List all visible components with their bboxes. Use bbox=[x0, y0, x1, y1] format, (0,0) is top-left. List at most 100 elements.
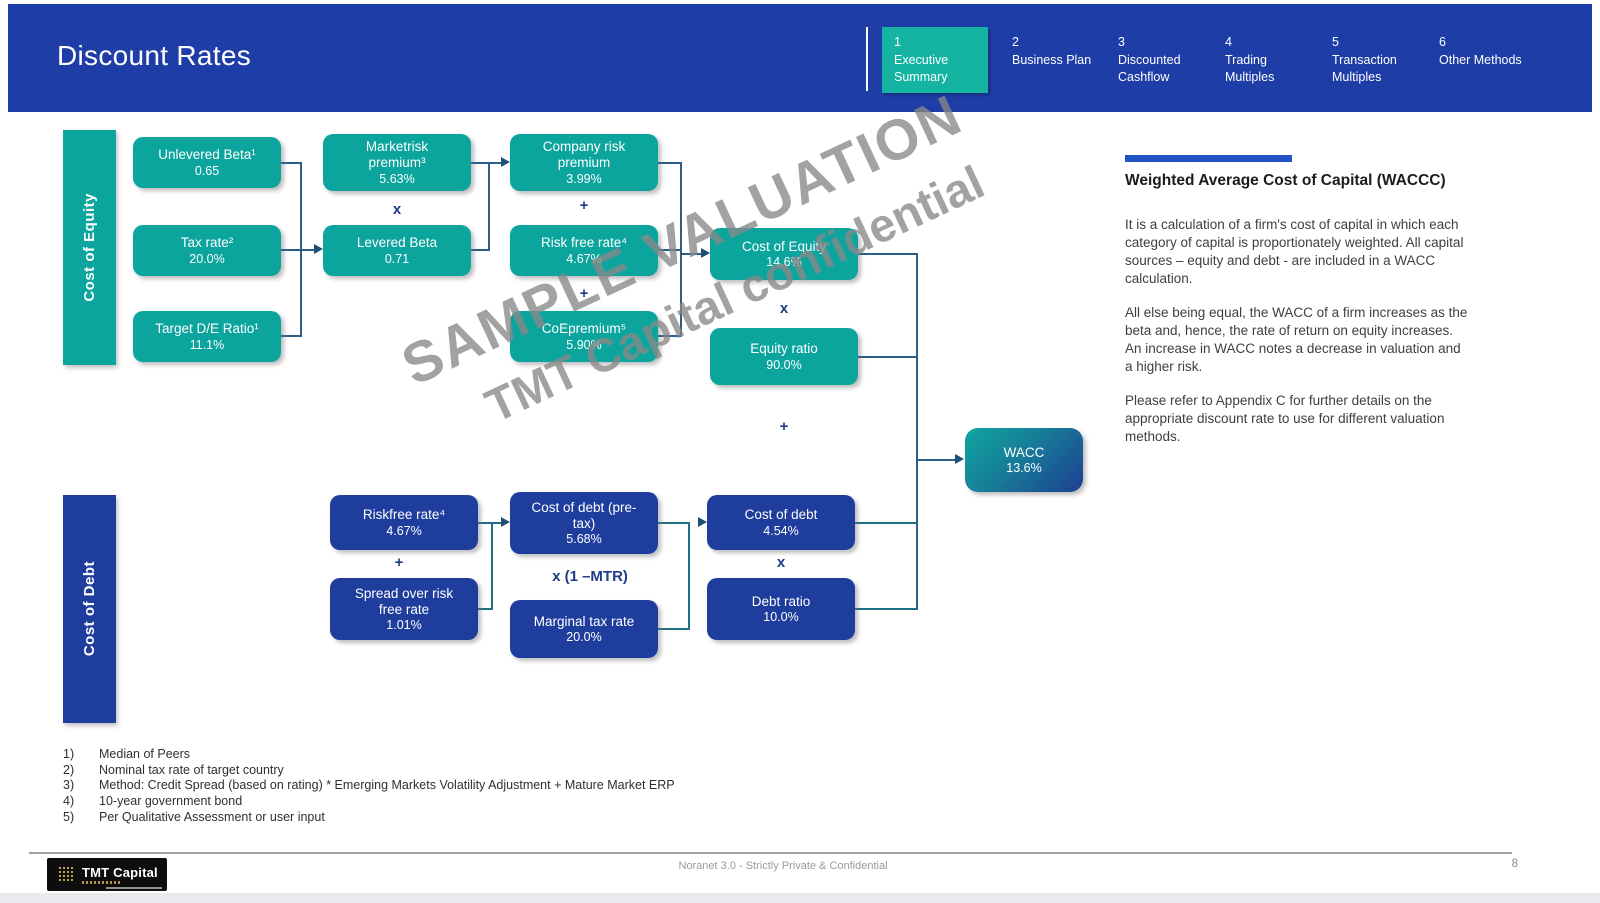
node-value: 1.01% bbox=[386, 618, 422, 633]
node-value: 5.63% bbox=[379, 171, 415, 186]
group-label-cost-of-debt: Cost of Debt bbox=[63, 495, 116, 723]
arrowhead bbox=[698, 517, 707, 527]
tab-discounted-cashflow[interactable]: 3 Discounted Cashflow bbox=[1106, 27, 1206, 93]
connector bbox=[478, 522, 493, 524]
arrowhead bbox=[701, 248, 710, 258]
connector bbox=[658, 335, 682, 337]
footnote: 4) 10-year government bond bbox=[63, 794, 675, 810]
footnote: 3) Method: Credit Spread (based on ratin… bbox=[63, 778, 675, 794]
logo-name: TMT Capital bbox=[82, 864, 158, 880]
node-cost-of-debt: Cost of debt 4.54% bbox=[707, 495, 855, 550]
connector bbox=[658, 249, 682, 251]
tab-label: Discounted Cashflow bbox=[1118, 53, 1181, 84]
tab-number: 6 bbox=[1439, 35, 1446, 49]
info-paragraph-2: All else being equal, the WACC of a firm… bbox=[1125, 305, 1468, 374]
tab-number: 2 bbox=[1012, 35, 1019, 49]
tab-executive-summary[interactable]: 1 Executive Summary bbox=[882, 27, 988, 93]
footnote: 1) Median of Peers bbox=[63, 747, 675, 763]
node-value: 0.65 bbox=[194, 163, 220, 178]
logo-tagline bbox=[82, 880, 122, 884]
tab-trading-multiples[interactable]: 4 Trading Multiples bbox=[1213, 27, 1313, 93]
logo-grid-icon bbox=[58, 866, 75, 883]
node-title: Risk free rate⁴ bbox=[540, 235, 628, 251]
connector bbox=[658, 522, 690, 524]
group-label-text: Cost of Equity bbox=[81, 193, 98, 302]
page-title: Discount Rates bbox=[57, 40, 252, 71]
node-value: 3.99% bbox=[566, 171, 602, 186]
tab-transaction-multiples[interactable]: 5 Transaction Multiples bbox=[1320, 27, 1420, 93]
node-equity-ratio: Equity ratio 90.0% bbox=[710, 328, 858, 385]
header-bar: Discount Rates 1 Executive Summary 2 Bus… bbox=[8, 4, 1592, 112]
arrowhead bbox=[955, 454, 964, 464]
node-cost-of-equity: Cost of Equity 14.6% bbox=[710, 228, 858, 280]
node-coe-premium: CoEpremium⁵ 5.90% bbox=[510, 311, 658, 362]
group-label-text: Cost of Debt bbox=[81, 561, 98, 657]
node-title: Riskfree rate⁴ bbox=[362, 507, 446, 523]
node-title: Equity ratio bbox=[750, 341, 818, 357]
node-risk-free-rate-equity: Risk free rate⁴ 4.67% bbox=[510, 225, 658, 276]
tab-number: 4 bbox=[1225, 35, 1232, 49]
tab-business-plan[interactable]: 2 Business Plan bbox=[1000, 27, 1100, 93]
tab-other-methods[interactable]: 6 Other Methods bbox=[1427, 27, 1537, 93]
node-value: 5.90% bbox=[566, 337, 602, 352]
connector bbox=[916, 459, 958, 461]
arrowhead bbox=[314, 244, 323, 254]
footnote-number: 5) bbox=[63, 809, 75, 824]
footnote-number: 3) bbox=[63, 778, 75, 793]
node-cost-of-debt-pretax: Cost of debt (pre- tax) 5.68% bbox=[510, 492, 658, 554]
connector bbox=[680, 253, 703, 255]
node-value: 90.0% bbox=[766, 357, 802, 372]
connector bbox=[858, 356, 918, 358]
arrowhead bbox=[501, 157, 510, 167]
tab-label: Trading Multiples bbox=[1225, 53, 1275, 84]
node-wacc: WACC 13.6% bbox=[965, 428, 1083, 492]
node-company-risk-premium: Company risk premium 3.99% bbox=[510, 134, 658, 191]
tab-number: 5 bbox=[1332, 35, 1339, 49]
tab-number: 1 bbox=[894, 35, 901, 49]
operator-plus-rfr: + bbox=[579, 285, 589, 302]
connector bbox=[488, 162, 490, 251]
connector bbox=[471, 162, 489, 164]
node-value: 4.67% bbox=[386, 523, 422, 538]
logo-text-block: TMT Capital bbox=[82, 866, 158, 884]
connector bbox=[855, 608, 917, 610]
tab-label: Business Plan bbox=[1012, 53, 1092, 68]
logo-fineprint bbox=[106, 887, 162, 889]
node-title: Cost of Equity bbox=[741, 238, 827, 254]
group-label-cost-of-equity: Cost of Equity bbox=[63, 130, 116, 365]
node-unlevered-beta: Unlevered Beta¹ 0.65 bbox=[133, 137, 281, 188]
tab-number: 3 bbox=[1118, 35, 1125, 49]
footnote-text: Median of Peers bbox=[99, 747, 191, 761]
footnote-text: Per Qualitative Assessment or user input bbox=[99, 809, 325, 824]
slide-bottom-edge bbox=[0, 893, 1600, 903]
node-value: 5.68% bbox=[566, 532, 602, 547]
footnote-text: Method: Credit Spread (based on rating) … bbox=[99, 778, 675, 793]
connector bbox=[916, 253, 918, 610]
node-title: Debt ratio bbox=[751, 593, 811, 609]
connector bbox=[281, 249, 315, 251]
connector bbox=[658, 628, 690, 630]
operator-multiply-debt: x bbox=[776, 554, 786, 571]
node-value: 10.0% bbox=[763, 610, 799, 625]
node-debt-ratio: Debt ratio 10.0% bbox=[707, 578, 855, 640]
node-marginal-tax-rate: Marginal tax rate 20.0% bbox=[510, 600, 658, 658]
connector bbox=[855, 522, 917, 524]
footnote: 2) Nominal tax rate of target country bbox=[63, 763, 675, 779]
operator-plus-debt: + bbox=[394, 554, 404, 571]
footnote: 5) Per Qualitative Assessment or user in… bbox=[63, 810, 675, 826]
node-title: Cost of debt (pre- tax) bbox=[531, 499, 637, 531]
node-tax-rate: Tax rate² 20.0% bbox=[133, 225, 281, 276]
footnote-text: Nominal tax rate of target country bbox=[99, 762, 284, 777]
node-value: 13.6% bbox=[1006, 461, 1042, 476]
operator-plus-crp: + bbox=[579, 197, 589, 214]
page-number: 8 bbox=[1511, 858, 1518, 870]
node-value: 4.54% bbox=[763, 523, 799, 538]
footer-confidentiality-text: Noranet 3.0 - Strictly Private & Confide… bbox=[678, 860, 888, 872]
footnote-text: 10-year government bond bbox=[99, 794, 243, 809]
operator-plus-wacc: + bbox=[779, 418, 789, 435]
footer-divider bbox=[29, 852, 1512, 854]
connector bbox=[491, 522, 503, 524]
node-title: Unlevered Beta¹ bbox=[158, 147, 256, 163]
connector bbox=[471, 249, 489, 251]
